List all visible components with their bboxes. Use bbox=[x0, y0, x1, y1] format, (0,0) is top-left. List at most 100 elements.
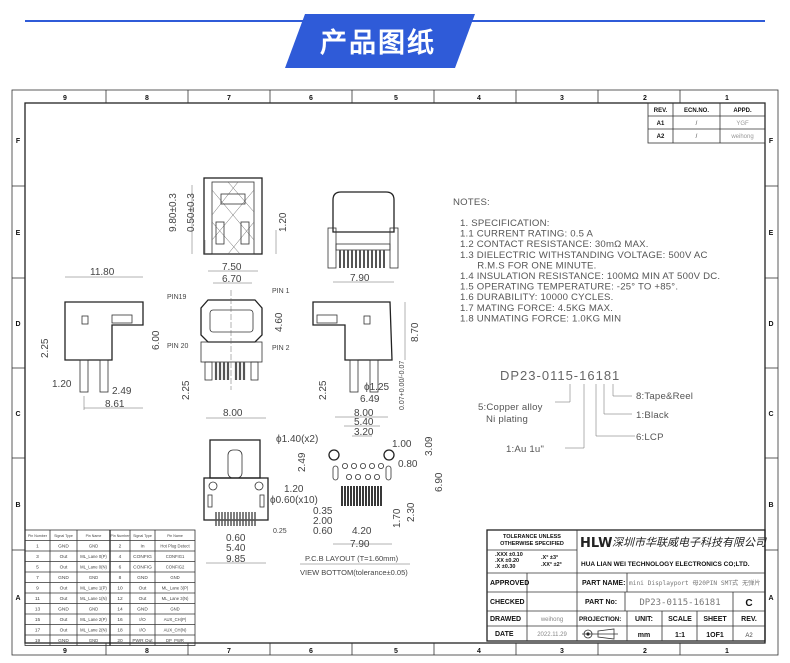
dim-label: 2.49 bbox=[112, 386, 132, 397]
tolerance-value: .XX° ±2° bbox=[541, 562, 562, 568]
pcb-subcaption: VIEW BOTTOM(tolerance±0.05) bbox=[300, 568, 408, 577]
part-no-value: DP23-0115-16181 bbox=[639, 598, 720, 608]
revision-cell: / bbox=[696, 134, 698, 140]
dim-label: 7.50 bbox=[222, 262, 242, 273]
pin-label: PIN 1 bbox=[272, 288, 290, 295]
callout: 1:Au 1u" bbox=[506, 444, 544, 455]
note-line: 1.7 MATING FORCE: 4.5KG MAX. bbox=[460, 303, 613, 314]
pin-table-cell: GND bbox=[58, 544, 69, 550]
revision-cell: A1 bbox=[657, 121, 665, 127]
revision-header: ECN.NO. bbox=[684, 108, 709, 114]
pin-table-cell: 7 bbox=[36, 575, 39, 581]
pin-table-cell: CONFIG bbox=[133, 554, 152, 560]
dim-label: 9.85 bbox=[226, 554, 246, 565]
pin-table-cell: 17 bbox=[35, 628, 41, 634]
pin-table-cell: GND bbox=[89, 607, 98, 612]
dim-label: 1.20 bbox=[52, 379, 72, 390]
sheet-value: 1OF1 bbox=[706, 632, 724, 639]
dim-label: 1.20 bbox=[284, 484, 304, 495]
grid-column-label: 6 bbox=[309, 648, 313, 655]
grid-row-label: C bbox=[768, 411, 773, 418]
pin-table-cell: GND bbox=[58, 638, 69, 644]
dim-label: 0.25 bbox=[273, 528, 287, 535]
callout: 5:Copper alloy bbox=[478, 402, 543, 413]
pin-table-cell: 11 bbox=[35, 596, 40, 602]
tolerance-title: TOLERANCE UNLESS bbox=[503, 534, 561, 540]
grid-column-label: 8 bbox=[145, 95, 149, 102]
pin-table-cell: ML_Lane 0(P) bbox=[80, 554, 107, 559]
company-name-cn: 深圳市华联威电子科技有限公司 bbox=[612, 536, 767, 549]
front-view: 7.50 6.70 4.60 6.00 2.25 PIN19 PIN 1 PIN… bbox=[151, 262, 290, 400]
grid-column-label: 5 bbox=[394, 95, 398, 102]
projection-symbol-icon bbox=[582, 628, 618, 640]
revision-header: REV. bbox=[654, 108, 668, 114]
pin-table-cell: 13 bbox=[35, 607, 41, 613]
grid-column-label: 2 bbox=[643, 648, 647, 655]
note-line: 1.1 CURRENT RATING: 0.5 A bbox=[460, 229, 594, 240]
part-rev: C bbox=[745, 598, 752, 609]
pin-table-cell: Out bbox=[60, 554, 68, 560]
pin-table-cell: GND bbox=[170, 607, 179, 612]
dim-label: 5.40 bbox=[226, 543, 246, 554]
part-name-value: mini Displayport 母20PIN SMT式 无弹片 bbox=[629, 579, 761, 587]
pin-table-cell: AUX_CH(P) bbox=[164, 617, 187, 622]
pin-label: PIN19 bbox=[167, 294, 187, 301]
dim-label: 2.30 bbox=[406, 502, 417, 522]
grid-row-label: F bbox=[769, 138, 774, 145]
right-side-view: 8.70 2.25 ϕ1.25 6.49 0.07+0.00/-0.07 bbox=[312, 301, 421, 410]
dim-label: 8.70 bbox=[410, 322, 421, 342]
date-value: 2022.11.29 bbox=[537, 632, 567, 638]
pin-table-cell: 15 bbox=[35, 617, 41, 623]
dim-label: 2.49 bbox=[297, 452, 308, 472]
dim-label: 11.80 bbox=[90, 267, 115, 278]
grid-row-label: F bbox=[16, 138, 21, 145]
grid-row-label: A bbox=[768, 595, 773, 602]
grid-column-label: 8 bbox=[145, 648, 149, 655]
pin-table-cell: CONFIG bbox=[133, 565, 152, 571]
grid-row-label: A bbox=[15, 595, 20, 602]
grid-column-label: 6 bbox=[309, 95, 313, 102]
top-view: 9.80±0.3 0.50±0.3 1.20 bbox=[168, 177, 289, 255]
pcb-caption: P.C.B LAYOUT (T=1.60mm) bbox=[305, 554, 399, 563]
rev-label: REV. bbox=[741, 616, 757, 623]
dim-label: 0.60 bbox=[226, 533, 246, 544]
scale-label: SCALE bbox=[668, 616, 692, 623]
scale-value: 1:1 bbox=[675, 632, 685, 639]
pin-table-cell: ML_Lane 0(N) bbox=[80, 565, 107, 570]
tolerance-value: .XXX ±0.10 bbox=[495, 552, 523, 558]
pin-table-cell: Out bbox=[139, 586, 147, 592]
pin-label: PIN 20 bbox=[167, 343, 189, 350]
dim-label: 0.60 bbox=[313, 526, 333, 537]
part-code: DP23-0115-16181 bbox=[500, 368, 620, 383]
pin-table-cell: GND bbox=[58, 607, 69, 613]
part-name-label: PART NAME: bbox=[582, 580, 625, 587]
dim-label: 2.25 bbox=[318, 380, 329, 400]
dim-label: 3.09 bbox=[424, 436, 435, 456]
pin-table-cell: 5 bbox=[36, 565, 39, 571]
pin-table-cell: I/O bbox=[139, 628, 146, 634]
pin-table-cell: ML_Lane 1(N) bbox=[80, 596, 107, 601]
dim-label: 9.80±0.3 bbox=[168, 193, 179, 232]
revision-cell: weihong bbox=[730, 134, 753, 140]
revision-cell: YGF bbox=[736, 121, 749, 127]
grid-row-label: B bbox=[768, 502, 773, 509]
dim-label: 1.00 bbox=[392, 439, 412, 450]
pin-table-cell: ML_Lane 1(P) bbox=[80, 586, 107, 591]
pin-table-cell: 18 bbox=[117, 628, 123, 634]
grid-column-label: 1 bbox=[725, 648, 729, 655]
dim-label: 2.25 bbox=[40, 338, 51, 358]
pin-table-cell: Out bbox=[60, 565, 68, 571]
unit-value: mm bbox=[638, 632, 650, 639]
pin-table-cell: ML_Lane 3(N) bbox=[162, 596, 189, 601]
pin-table-cell: ML_Lane 3(P) bbox=[162, 586, 189, 591]
projection-label: PROJECTION: bbox=[579, 616, 621, 623]
grid-row-label: D bbox=[768, 321, 773, 328]
dim-label: ϕ0.60(x10) bbox=[270, 495, 318, 506]
pin-table-cell: Out bbox=[60, 617, 68, 623]
grid-column-label: 4 bbox=[477, 95, 481, 102]
callout: Ni plating bbox=[486, 414, 528, 425]
date-label: DATE bbox=[495, 631, 514, 638]
